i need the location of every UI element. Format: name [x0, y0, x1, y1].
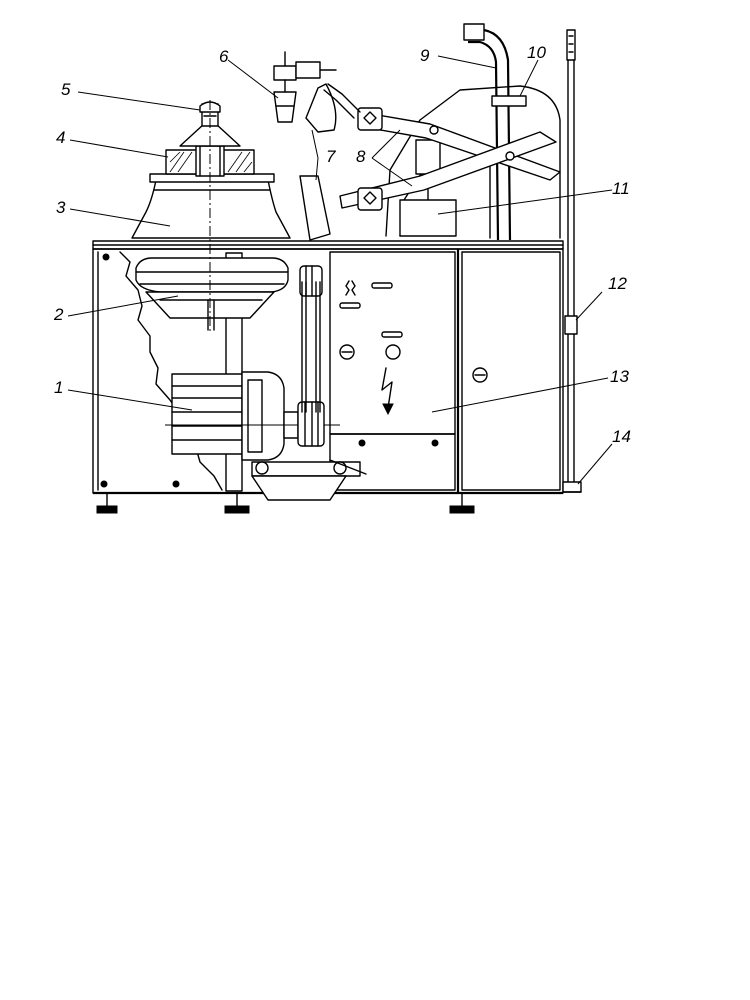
callout-14: 14	[612, 427, 631, 446]
leader-4	[69, 139, 169, 158]
leader-3	[69, 208, 171, 227]
leader-12	[575, 291, 603, 321]
callout-5: 5	[61, 80, 71, 99]
leader-2	[67, 295, 179, 317]
leader-14	[577, 443, 613, 485]
callout-12: 12	[608, 274, 627, 293]
callout-labels: 1 2 3 4 5 6 7 8 9 10 11 12 13 14	[53, 43, 631, 446]
leader-13	[431, 377, 609, 413]
leader-8b	[371, 157, 413, 187]
callout-9: 9	[420, 46, 430, 65]
leader-10	[519, 59, 539, 97]
callout-6: 6	[219, 47, 229, 66]
callout-7: 7	[326, 147, 336, 166]
callout-10: 10	[527, 43, 546, 62]
callout-13: 13	[610, 367, 629, 386]
callout-2: 2	[53, 305, 64, 324]
spinning-head	[131, 100, 291, 334]
leader-9	[437, 55, 497, 69]
leader-1	[67, 389, 193, 411]
leader-5	[77, 91, 201, 111]
leader-lines	[67, 55, 613, 485]
leader-7b	[315, 157, 319, 181]
cutaway-interior	[119, 251, 367, 501]
leader-6	[227, 59, 279, 99]
base-cabinet	[92, 240, 564, 514]
callout-4: 4	[56, 128, 65, 147]
control-rod	[562, 29, 582, 493]
callout-1: 1	[54, 378, 63, 397]
leader-11	[437, 189, 613, 215]
upper-mechanism	[273, 23, 561, 241]
callout-8: 8	[356, 147, 366, 166]
leader-8a	[371, 129, 401, 159]
leader-7a	[311, 129, 319, 159]
callout-3: 3	[56, 198, 66, 217]
callout-11: 11	[612, 179, 630, 198]
